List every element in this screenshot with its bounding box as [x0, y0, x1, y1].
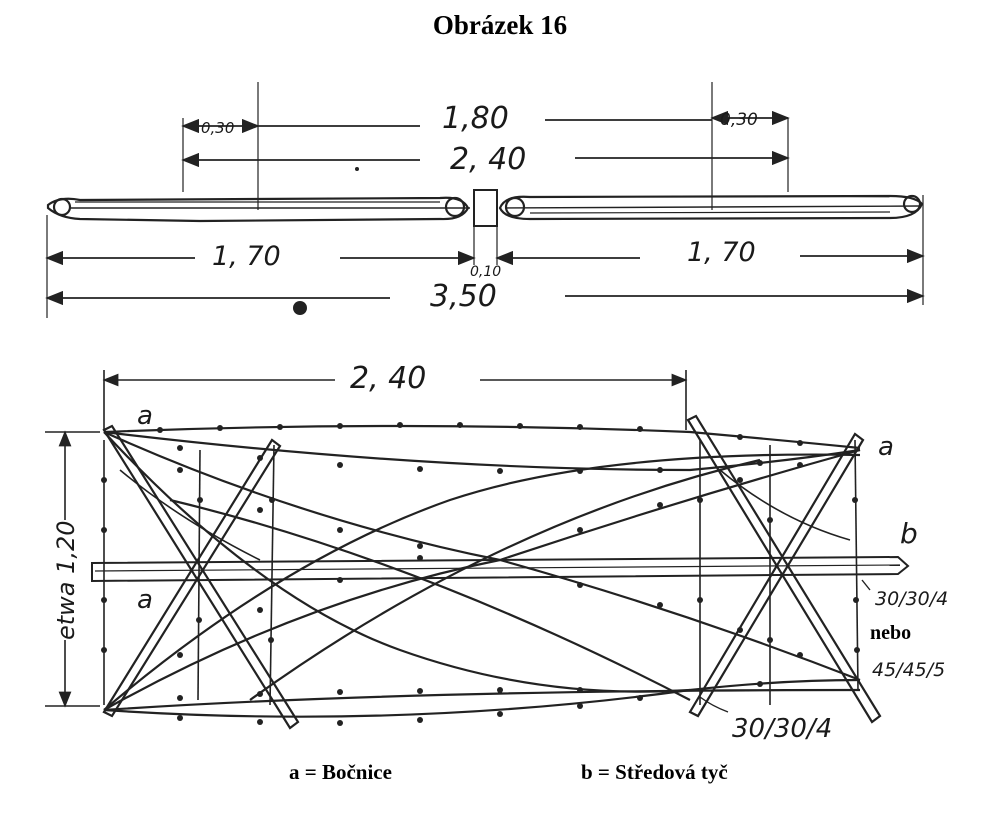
ink-dot-small: [355, 167, 359, 171]
front-view: 2, 40 etwa 1,20: [45, 361, 948, 744]
dim-170-left: 1, 70: [212, 241, 281, 272]
label-profile-3: 30/30/4: [732, 714, 832, 744]
ink-dot: [293, 301, 307, 315]
dim-240-top: 2, 40: [450, 142, 526, 177]
label-profile-1: 30/30/4: [875, 588, 948, 610]
dim-180: 1,80: [442, 101, 509, 136]
dim-240-front: 2, 40: [350, 361, 426, 396]
label-b: b: [900, 517, 918, 550]
barbed-wire: [103, 424, 861, 718]
dim-010: 0,10: [470, 264, 501, 280]
width-dimension: [102, 370, 688, 430]
label-a-top-right: a: [878, 432, 894, 462]
leader-lines: [699, 579, 871, 713]
label-profile-2: 45/45/5: [872, 659, 945, 681]
barbs: [101, 422, 860, 726]
dim-030-right: 0,30: [720, 110, 758, 130]
dim-350: 3,50: [430, 279, 497, 314]
center-bar: [91, 555, 910, 583]
label-a-top-left: a: [137, 401, 153, 431]
figure-title: Obrázek 16: [432, 10, 568, 40]
label-nebo: nebo: [870, 622, 912, 644]
left-side-frame: [102, 424, 300, 730]
legend-a: a = Bočnice: [289, 760, 392, 784]
top-view-bars: [46, 189, 924, 227]
dim-030-left: 0,30: [201, 119, 234, 137]
right-side-frame: [686, 414, 882, 724]
dim-height: etwa 1,20: [52, 520, 80, 640]
dim-170-right: 1, 70: [687, 237, 756, 268]
label-a-mid-left: a: [137, 585, 153, 615]
legend-b: b = Středová tyč: [581, 760, 728, 784]
height-dimension: [45, 430, 100, 708]
top-view: 0,30 1,80 0,30 2, 40 1, 70 0,10 1, 70 3,…: [45, 82, 925, 318]
dimension-lines: [45, 110, 925, 306]
